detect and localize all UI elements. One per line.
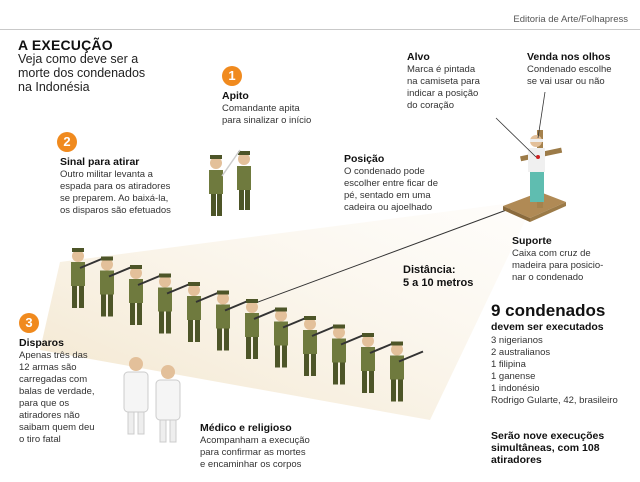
soldier-figure	[303, 316, 337, 376]
page-subtitle: Veja como deve ser a morte dos condenado…	[18, 52, 146, 94]
soldier-figure	[100, 256, 134, 317]
list-item: 1 indonésio	[491, 383, 540, 394]
condemned-figure	[520, 130, 563, 208]
soldier-figure	[71, 248, 105, 308]
suporte-heading: Suporte	[512, 235, 552, 247]
soldier-figure	[129, 265, 163, 325]
alvo-heading: Alvo	[407, 51, 430, 63]
list-item: 1 filipina	[491, 359, 526, 370]
distancia-heading: Distância:	[403, 264, 456, 276]
soldier-figure	[390, 341, 424, 402]
soldier-figure	[274, 307, 308, 368]
soldier-figure	[187, 282, 221, 342]
commander-whistle	[237, 151, 251, 210]
step-2-badge: 2	[57, 132, 77, 152]
soldier-figure	[216, 290, 250, 351]
step-1-body: Comandante apita para sinalizar o início	[222, 103, 312, 126]
distancia-value: 5 a 10 metros	[403, 277, 474, 289]
suporte-body: Caixa com cruz de madeira para posicio- …	[512, 248, 604, 283]
soldier-figure	[158, 273, 192, 334]
alvo-body: Marca é pintada na camiseta para indicar…	[407, 64, 480, 111]
medico-body: Acompanham a execução para confirmar as …	[200, 435, 310, 470]
step-3-badge: 3	[19, 313, 39, 333]
venda-body: Condenado escolhe se vai usar ou não	[527, 64, 612, 87]
sightline-wedge	[40, 200, 535, 420]
execucoes-note: Serão nove execuções simultâneas, com 10…	[491, 430, 605, 466]
priest-figure	[155, 365, 181, 443]
condenados-count: 9 condenados	[491, 301, 606, 320]
medico-heading: Médico e religioso	[200, 422, 292, 434]
venda-heading: Venda nos olhos	[527, 51, 611, 63]
list-item: 1 ganense	[491, 371, 536, 382]
venda-pointer	[537, 91, 546, 139]
firing-squad	[71, 248, 424, 402]
distance-line	[249, 204, 521, 306]
condenados-list: 3 nigerianos 2 australianos 1 filipina 1…	[491, 335, 618, 407]
step-3-heading: Disparos	[19, 337, 64, 349]
header-divider	[0, 29, 640, 30]
condenados-subtitle: devem ser executados	[491, 321, 604, 333]
step-2-body: Outro militar levanta a espada para os a…	[60, 169, 171, 216]
step-1-badge: 1	[222, 66, 242, 86]
list-item: Rodrigo Gularte, 42, brasileiro	[491, 395, 618, 406]
list-item: 3 nigerianos	[491, 335, 543, 346]
page-title: A EXECUÇÃO	[18, 37, 113, 53]
credit-line: Editoria de Arte/Folhapress	[513, 14, 628, 25]
alvo-pointer	[495, 117, 537, 158]
step-2-heading: Sinal para atirar	[60, 156, 140, 168]
commander-sword	[209, 149, 241, 216]
step-3-body: Apenas três das 12 armas são carregadas …	[19, 350, 95, 445]
soldier-figure	[332, 324, 366, 385]
posicao-body: O condenado pode escolher entre ficar de…	[344, 166, 438, 213]
list-item: 2 australianos	[491, 347, 551, 358]
support-box	[503, 192, 566, 222]
soldier-figure	[245, 299, 279, 359]
doctor-figure	[123, 357, 149, 435]
posicao-heading: Posição	[344, 153, 385, 165]
soldier-figure	[361, 333, 395, 393]
step-1-heading: Apito	[222, 90, 249, 102]
